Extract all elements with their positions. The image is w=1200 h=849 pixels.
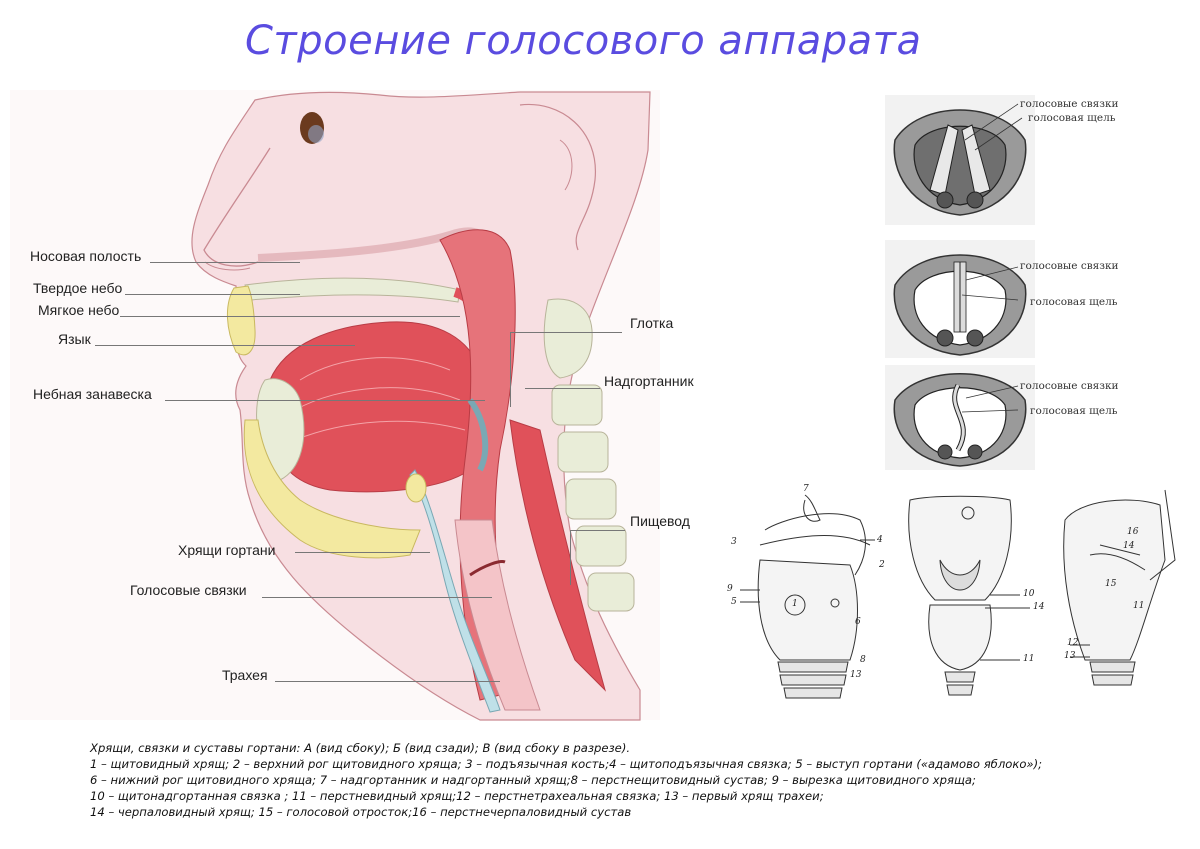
leader-pharynx [510, 332, 622, 333]
leader-palatine-curtain [165, 400, 485, 401]
label-esophagus: Пищевод [630, 513, 690, 529]
num-a-5: 5 [731, 597, 737, 607]
leader-epiglottis [525, 388, 600, 389]
label-laryngeal-cartilages: Хрящи гортани [178, 542, 276, 558]
caption-line: Хрящи, связки и суставы гортани: А (вид … [90, 741, 631, 755]
leader-esophagus [570, 530, 625, 531]
num-b-11: 11 [1023, 654, 1035, 664]
leader-laryngeal-cartilages [295, 552, 430, 553]
leader-soft-palate [120, 316, 460, 317]
glottis-3-gap-label: голосовая щель [1030, 405, 1118, 417]
num-a-7: 7 [803, 484, 809, 494]
num-b-14: 14 [1033, 602, 1045, 612]
label-epiglottis: Надгортанник [604, 373, 694, 389]
num-c-16: 16 [1127, 527, 1139, 537]
page-title: Строение голосового аппарата [245, 18, 922, 64]
leader-vocal-cords [262, 597, 492, 598]
larynx-view-a [740, 494, 875, 699]
glottis-2-cords-label: голосовые связки [1020, 260, 1119, 272]
num-c-11: 11 [1133, 601, 1145, 611]
num-a-3: 3 [731, 537, 737, 547]
leader-pharynx-drop [510, 332, 511, 407]
label-vocal-cords: Голосовые связки [130, 582, 247, 598]
caption-line: 10 – щитонадгортанная связка ; 11 – перс… [90, 789, 824, 803]
num-c-12: 12 [1067, 638, 1079, 648]
glottis-1-cords-label: голосовые связки [1020, 98, 1119, 110]
glottis-2-gap-label: голосовая щель [1030, 296, 1118, 308]
label-hard-palate: Твердое небо [33, 280, 123, 296]
label-trachea: Трахея [222, 667, 268, 683]
figure-caption: Хрящи, связки и суставы гортани: А (вид … [90, 740, 1042, 820]
caption-line: 1 – щитовидный хрящ; 2 – верхний рог щит… [90, 757, 1043, 771]
leader-tongue [95, 345, 355, 346]
num-b-10: 10 [1023, 589, 1035, 599]
num-c-15: 15 [1105, 579, 1117, 589]
larynx-view-c [1063, 489, 1176, 686]
num-c-14: 14 [1123, 541, 1135, 551]
caption-line: 14 – черпаловидный хрящ; 15 – голосовой … [90, 805, 632, 819]
num-a-9: 9 [727, 584, 733, 594]
leader-nasal-cavity [150, 262, 300, 263]
larynx-view-b [908, 495, 1030, 696]
label-tongue: Язык [58, 331, 91, 347]
glottis-1-gap-label: голосовая щель [1028, 112, 1116, 124]
leader-trachea [275, 681, 500, 682]
num-a-4: 4 [877, 535, 883, 545]
leader-esophagus-drop [570, 530, 571, 585]
num-a-13: 13 [850, 670, 862, 680]
label-palatine-curtain: Небная занавеска [33, 386, 152, 402]
glottis-3-cords-label: голосовые связки [1020, 380, 1119, 392]
num-a-2: 2 [879, 560, 885, 570]
label-soft-palate: Мягкое небо [38, 302, 120, 318]
label-pharynx: Глотка [630, 315, 674, 331]
leader-hard-palate [125, 294, 300, 295]
num-c-13: 13 [1064, 651, 1076, 661]
num-a-8: 8 [860, 655, 866, 665]
glottis-view-2 [885, 240, 1035, 358]
caption-line: 6 – нижний рог щитовидного хряща; 7 – на… [90, 773, 976, 787]
glottis-view-3 [885, 365, 1035, 470]
label-nasal-cavity: Носовая полость [30, 248, 142, 264]
num-a-1: 1 [792, 599, 798, 609]
glottis-view-1 [885, 95, 1035, 225]
num-a-6: 6 [855, 617, 861, 627]
